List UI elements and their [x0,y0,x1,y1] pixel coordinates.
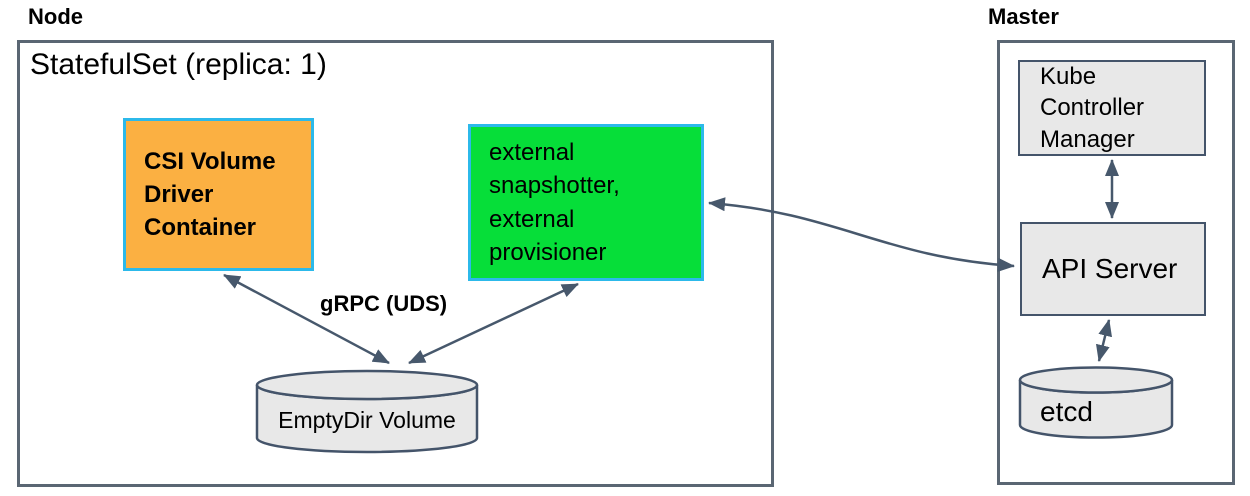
statefulset-title: StatefulSet (replica: 1) [30,48,327,81]
kube-controller-manager-box: Kube Controller Manager [1018,60,1206,156]
master-group-label: Master [988,4,1059,29]
etcd-label: etcd [1040,396,1093,427]
external-snapshotter-provisioner-box: external snapshotter, external provision… [468,124,704,281]
api-server-label: API Server [1042,253,1178,284]
emptydir-volume-label: EmptyDir Volume [278,407,456,433]
csi-volume-driver-container-box: CSI Volume Driver Container [123,118,314,271]
external-snapshotter-provisioner-label: external snapshotter, external provision… [489,139,620,266]
node-group-label: Node [28,4,83,29]
grpc-uds-label: gRPC (UDS) [320,291,448,316]
csi-volume-driver-container-label: CSI Volume Driver Container [144,147,276,242]
api-server-box: API Server [1020,222,1206,316]
kube-controller-manager-label: Kube Controller Manager [1040,62,1145,153]
